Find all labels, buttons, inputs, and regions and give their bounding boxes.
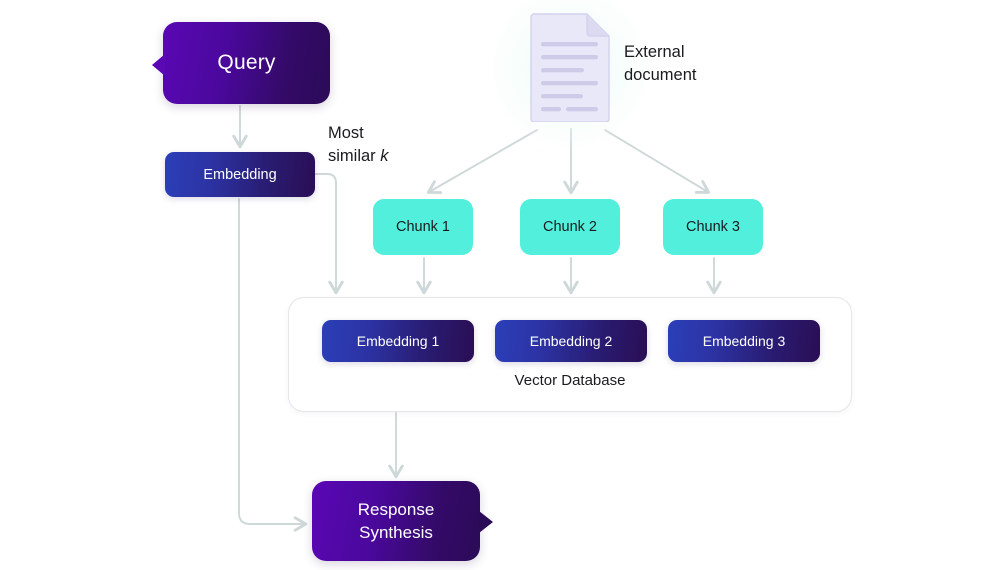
node-chunk-1[interactable]: Chunk 1 — [373, 199, 473, 255]
edge-label-most-similar: Most similar k — [328, 122, 389, 168]
most-similar-prefix: similar — [328, 146, 381, 165]
node-query-label: Query — [217, 51, 276, 74]
edge-document-to-chunk3 — [604, 129, 711, 194]
most-similar-line1: Most — [328, 124, 364, 142]
node-chunk-2-label: Chunk 2 — [542, 219, 597, 235]
most-similar-line2: similar k — [328, 145, 389, 168]
node-external-document-label: External document — [624, 43, 697, 84]
vector-database-label: Vector Database — [514, 372, 626, 389]
query-bubble-tail — [152, 54, 165, 76]
node-embedding-3[interactable]: Embedding 3 — [668, 320, 820, 362]
node-chunk-2[interactable]: Chunk 2 — [520, 199, 620, 255]
node-embedding-3-label: Embedding 3 — [702, 333, 786, 349]
node-embedding-label: Embedding — [203, 166, 277, 183]
edge-embedding-to-vectordb — [314, 173, 344, 295]
node-chunk-3-label: Chunk 3 — [685, 219, 740, 235]
node-embedding-2-label: Embedding 2 — [529, 333, 613, 349]
node-embedding-2[interactable]: Embedding 2 — [495, 320, 647, 362]
node-response-synthesis[interactable]: Response Synthesis — [312, 481, 493, 561]
node-embedding-1-label: Embedding 1 — [356, 333, 440, 349]
node-chunk-1-label: Chunk 1 — [395, 219, 450, 235]
node-chunk-3[interactable]: Chunk 3 — [663, 199, 763, 255]
node-embedding[interactable]: Embedding — [165, 152, 315, 197]
document-icon — [528, 11, 612, 123]
edge-document-to-chunk1 — [426, 129, 538, 194]
node-embedding-1[interactable]: Embedding 1 — [322, 320, 474, 362]
response-bubble-tail — [479, 511, 493, 533]
node-response-synthesis-label: Response Synthesis — [357, 499, 435, 542]
most-similar-k: k — [380, 146, 389, 165]
node-query[interactable]: Query — [152, 22, 330, 104]
